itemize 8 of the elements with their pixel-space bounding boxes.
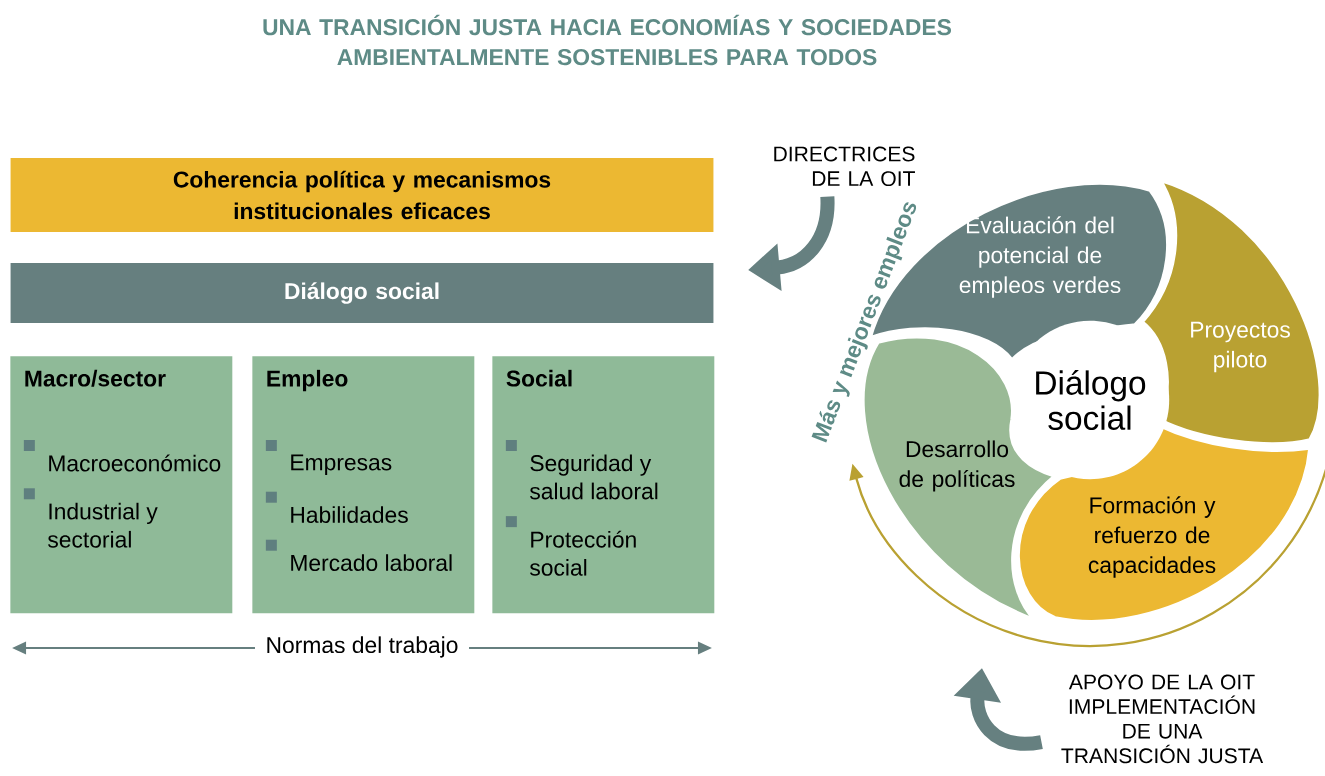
arrow-caption: APOYO DE LA OIT IMPLEMENTACIÓN DE UNA TRANSICIÓN JUSTA [1061, 674, 1264, 764]
range-label: Normas del trabajo [255, 630, 470, 664]
category-box: Social Seguridad y salud laboral Protección social [492, 356, 715, 614]
category-box: Macro/sector Macroeconómico Industrial y sectorial [10, 356, 233, 614]
category-box: Empleo Empresas Habilidades Mercado laboral [252, 356, 475, 614]
title: UNA TRANSICIÓN JUSTA HACIA ECONOMÍAS Y SOCIEDADES AMBIENTALMENTE SOSTENIBLES PARA TODOS [263, 14, 951, 66]
banner: Coherencia política y mecanismos institucionales eficaces [10, 158, 714, 232]
banner: Diálogo social [10, 263, 714, 323]
